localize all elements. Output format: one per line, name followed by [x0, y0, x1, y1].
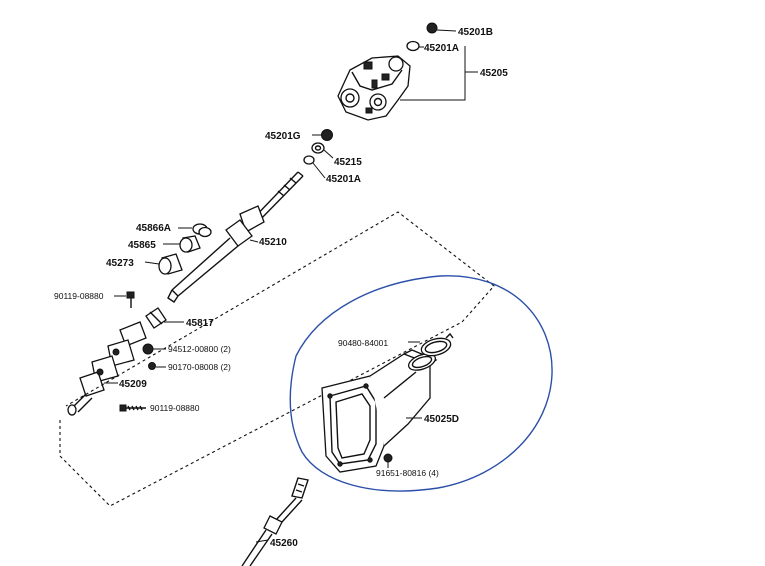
label-45201A-mid: 45201A	[326, 174, 361, 185]
label-45273: 45273	[106, 258, 134, 269]
intermediate-shaft-45210	[167, 171, 304, 303]
label-45201B: 45201B	[458, 27, 493, 38]
bolt-90119-bottom	[119, 404, 146, 412]
yoke-45817	[145, 307, 167, 329]
label-45866A: 45866A	[136, 223, 171, 234]
label-45817: 45817	[186, 318, 214, 329]
label-45260: 45260	[270, 538, 298, 549]
column-hole-cover-45025D	[321, 349, 438, 473]
annotation-circle	[289, 275, 553, 492]
label-45205: 45205	[480, 68, 508, 79]
clamp-90480	[420, 332, 454, 357]
steering-gear-housing	[337, 55, 411, 121]
label-90119-top: 90119-08880	[54, 291, 104, 301]
nut-94512	[142, 343, 154, 355]
bushing-45865	[179, 235, 201, 253]
label-91651: 91651-80816 (4)	[376, 468, 439, 478]
label-94512: 94512-00800 (2)	[168, 344, 231, 354]
label-45215: 45215	[334, 157, 362, 168]
label-45201A-top: 45201A	[424, 43, 459, 54]
bolt-90119-top	[126, 291, 135, 308]
assembly-dashed-outline	[59, 211, 495, 507]
universal-joint-45209	[67, 321, 147, 416]
label-45025D: 45025D	[424, 414, 459, 425]
seal-45201G	[321, 129, 333, 141]
label-45209: 45209	[119, 379, 147, 390]
label-90119-bottom: 90119-08880	[150, 403, 200, 413]
bolt-91651	[383, 453, 393, 463]
washer-90170	[148, 362, 156, 370]
label-90170: 90170-08008 (2)	[168, 362, 231, 372]
bushing-45215	[311, 142, 325, 154]
bushing-45201A-mid	[303, 155, 315, 165]
lower-shaft-45260	[241, 477, 309, 566]
label-45210: 45210	[259, 237, 287, 248]
label-45865: 45865	[128, 240, 156, 251]
bushing-45273	[158, 253, 183, 275]
bushing-45201A-top	[406, 40, 420, 52]
bolt-45201B	[426, 22, 438, 34]
label-90480: 90480-84001	[338, 338, 388, 348]
label-45201G: 45201G	[265, 131, 301, 142]
bushing-45866A	[192, 223, 212, 238]
